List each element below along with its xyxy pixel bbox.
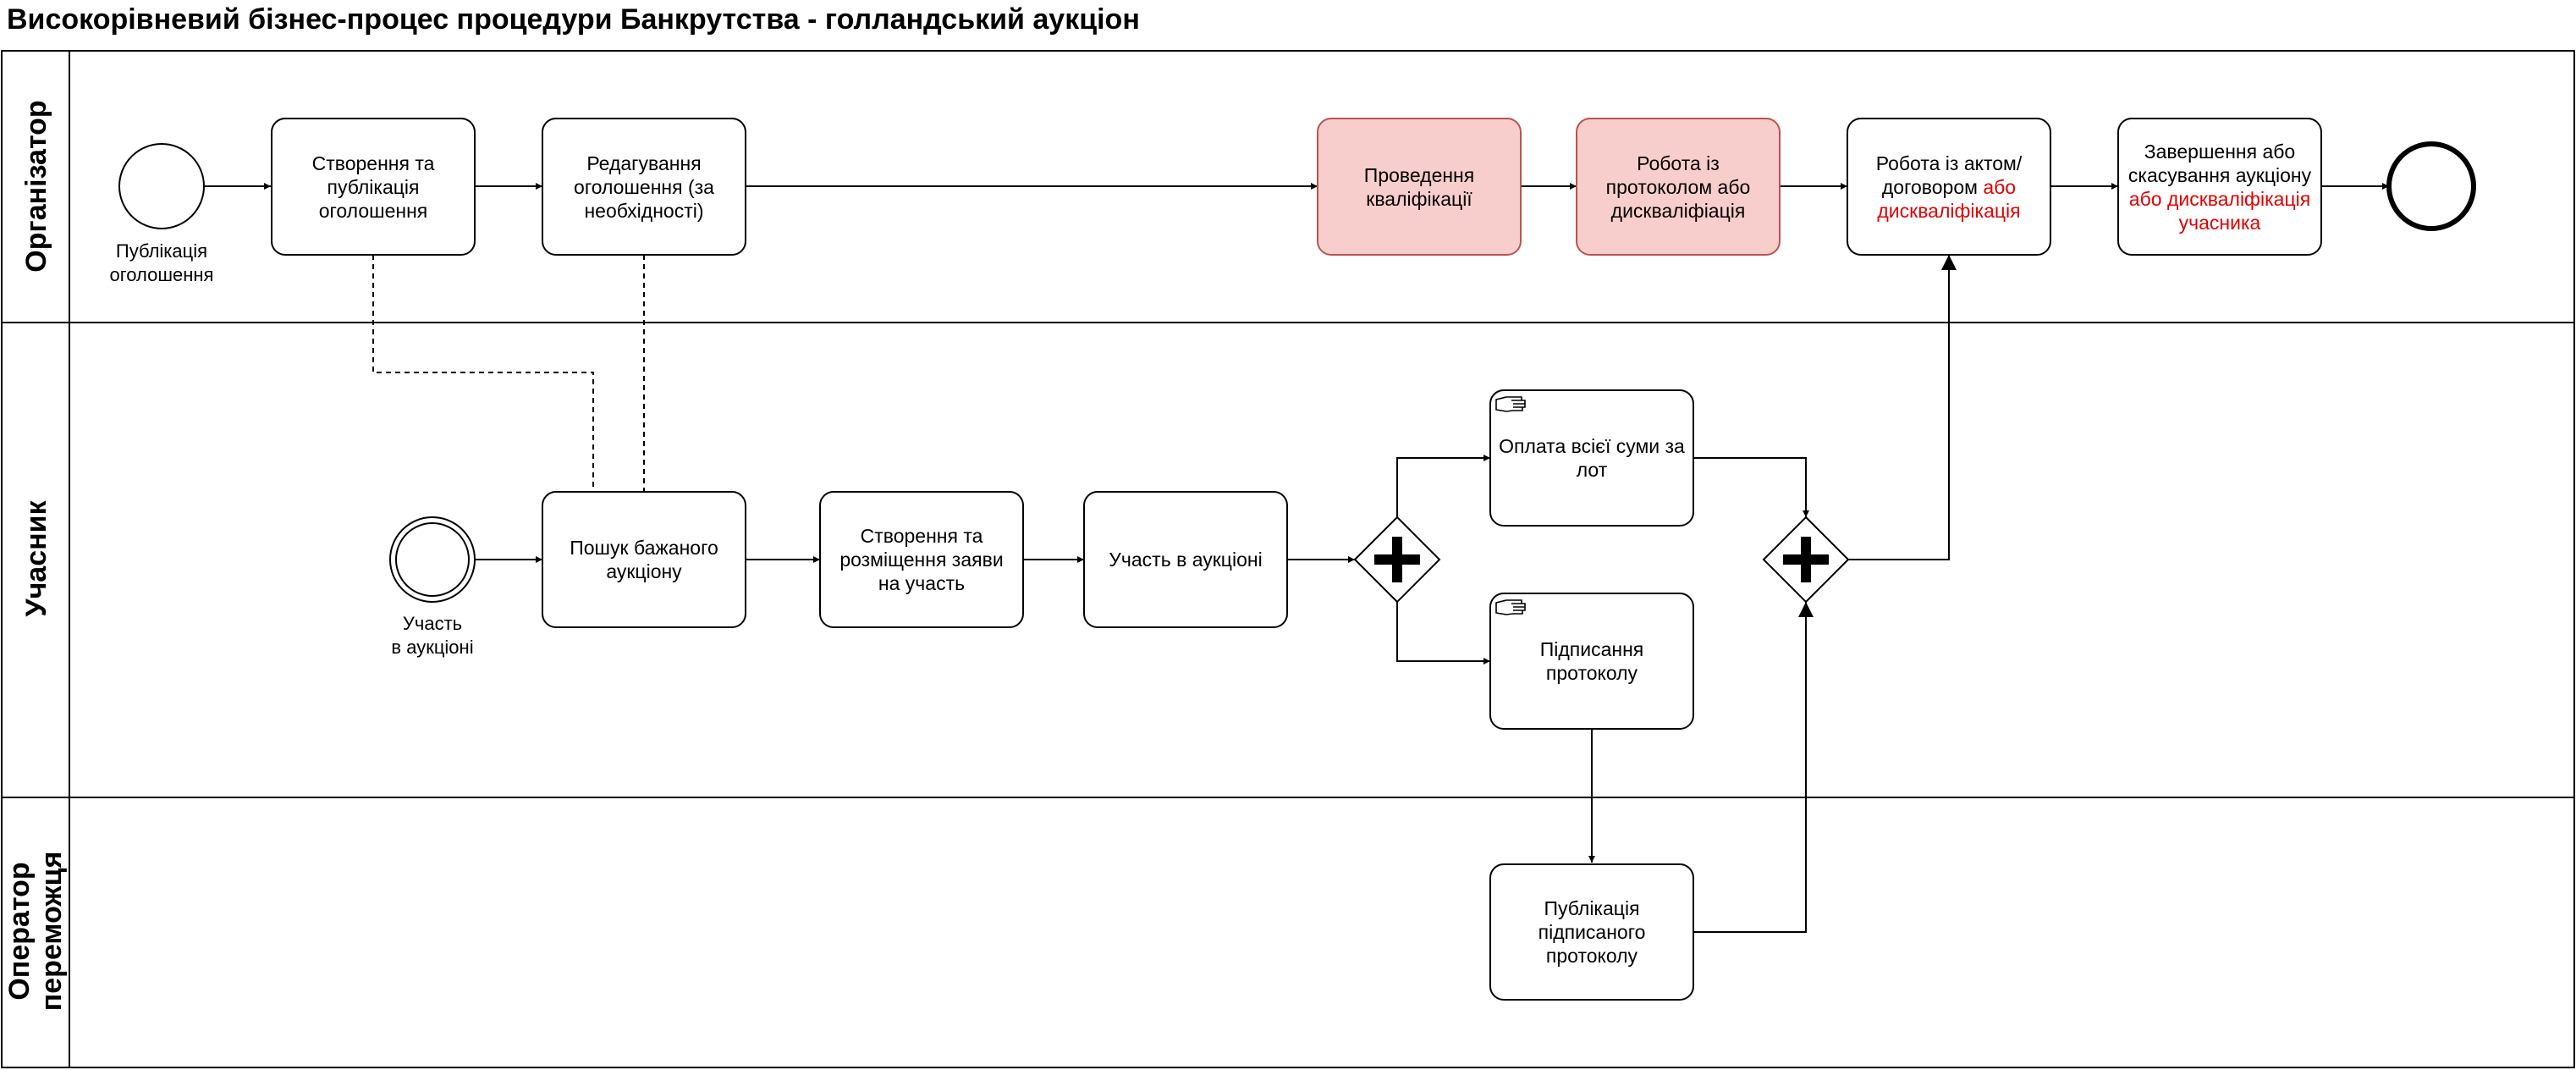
sequence-flows — [205, 183, 2389, 933]
start-event-organizer[interactable] — [118, 143, 205, 229]
task-create-publish-shape[interactable] — [271, 118, 476, 256]
lane-label-participant: Учасник — [20, 499, 52, 616]
lane-label-operator-line2: переможця — [36, 852, 68, 1012]
task-sign-protocol-shape[interactable] — [1489, 593, 1694, 730]
lane-label-operator-line1: Оператор — [3, 862, 36, 1000]
parallel-gateway-icon[interactable] — [1353, 516, 1441, 604]
manual-task-hand-icon — [1495, 396, 1526, 412]
flow-gateway-to-pay — [1396, 455, 1490, 517]
manual-task-hand-icon — [1495, 599, 1526, 615]
flow-join-to-act — [1848, 255, 1957, 560]
task-edit-notice-shape[interactable] — [542, 118, 746, 256]
flow-gateway-to-sign — [1396, 602, 1490, 665]
start-event-participant[interactable] — [389, 516, 476, 603]
flow-publish-to-join — [1693, 602, 1814, 933]
associations — [372, 255, 645, 492]
task-shapes — [271, 118, 2322, 1001]
pool — [1, 50, 2575, 1068]
diagram-title: Високорівневий бізнес-процес процедури Б… — [7, 3, 1140, 36]
start-event-organizer-label: Публікація оголошення — [109, 240, 214, 285]
task-pay-full-shape[interactable] — [1489, 389, 1694, 527]
task-act-work-shape[interactable] — [1847, 118, 2051, 256]
association-create-to-search — [372, 255, 594, 492]
task-auction-participation-shape[interactable] — [1083, 491, 1288, 628]
lane-label-organizer: Організатор — [20, 100, 52, 272]
task-create-application-shape[interactable] — [819, 491, 1024, 628]
task-protocol-work-shape[interactable] — [1576, 118, 1781, 256]
end-event[interactable] — [2386, 141, 2476, 231]
task-qualification-shape[interactable] — [1317, 118, 1522, 256]
parallel-gateway-icon[interactable] — [1762, 516, 1850, 604]
task-finish-shape[interactable] — [2117, 118, 2322, 256]
flow-pay-to-join — [1693, 457, 1809, 517]
task-publish-protocol-shape[interactable] — [1489, 863, 1694, 1001]
task-search-auction-shape[interactable] — [542, 491, 746, 628]
start-event-participant-label: Участь в аукціоні — [391, 613, 474, 658]
